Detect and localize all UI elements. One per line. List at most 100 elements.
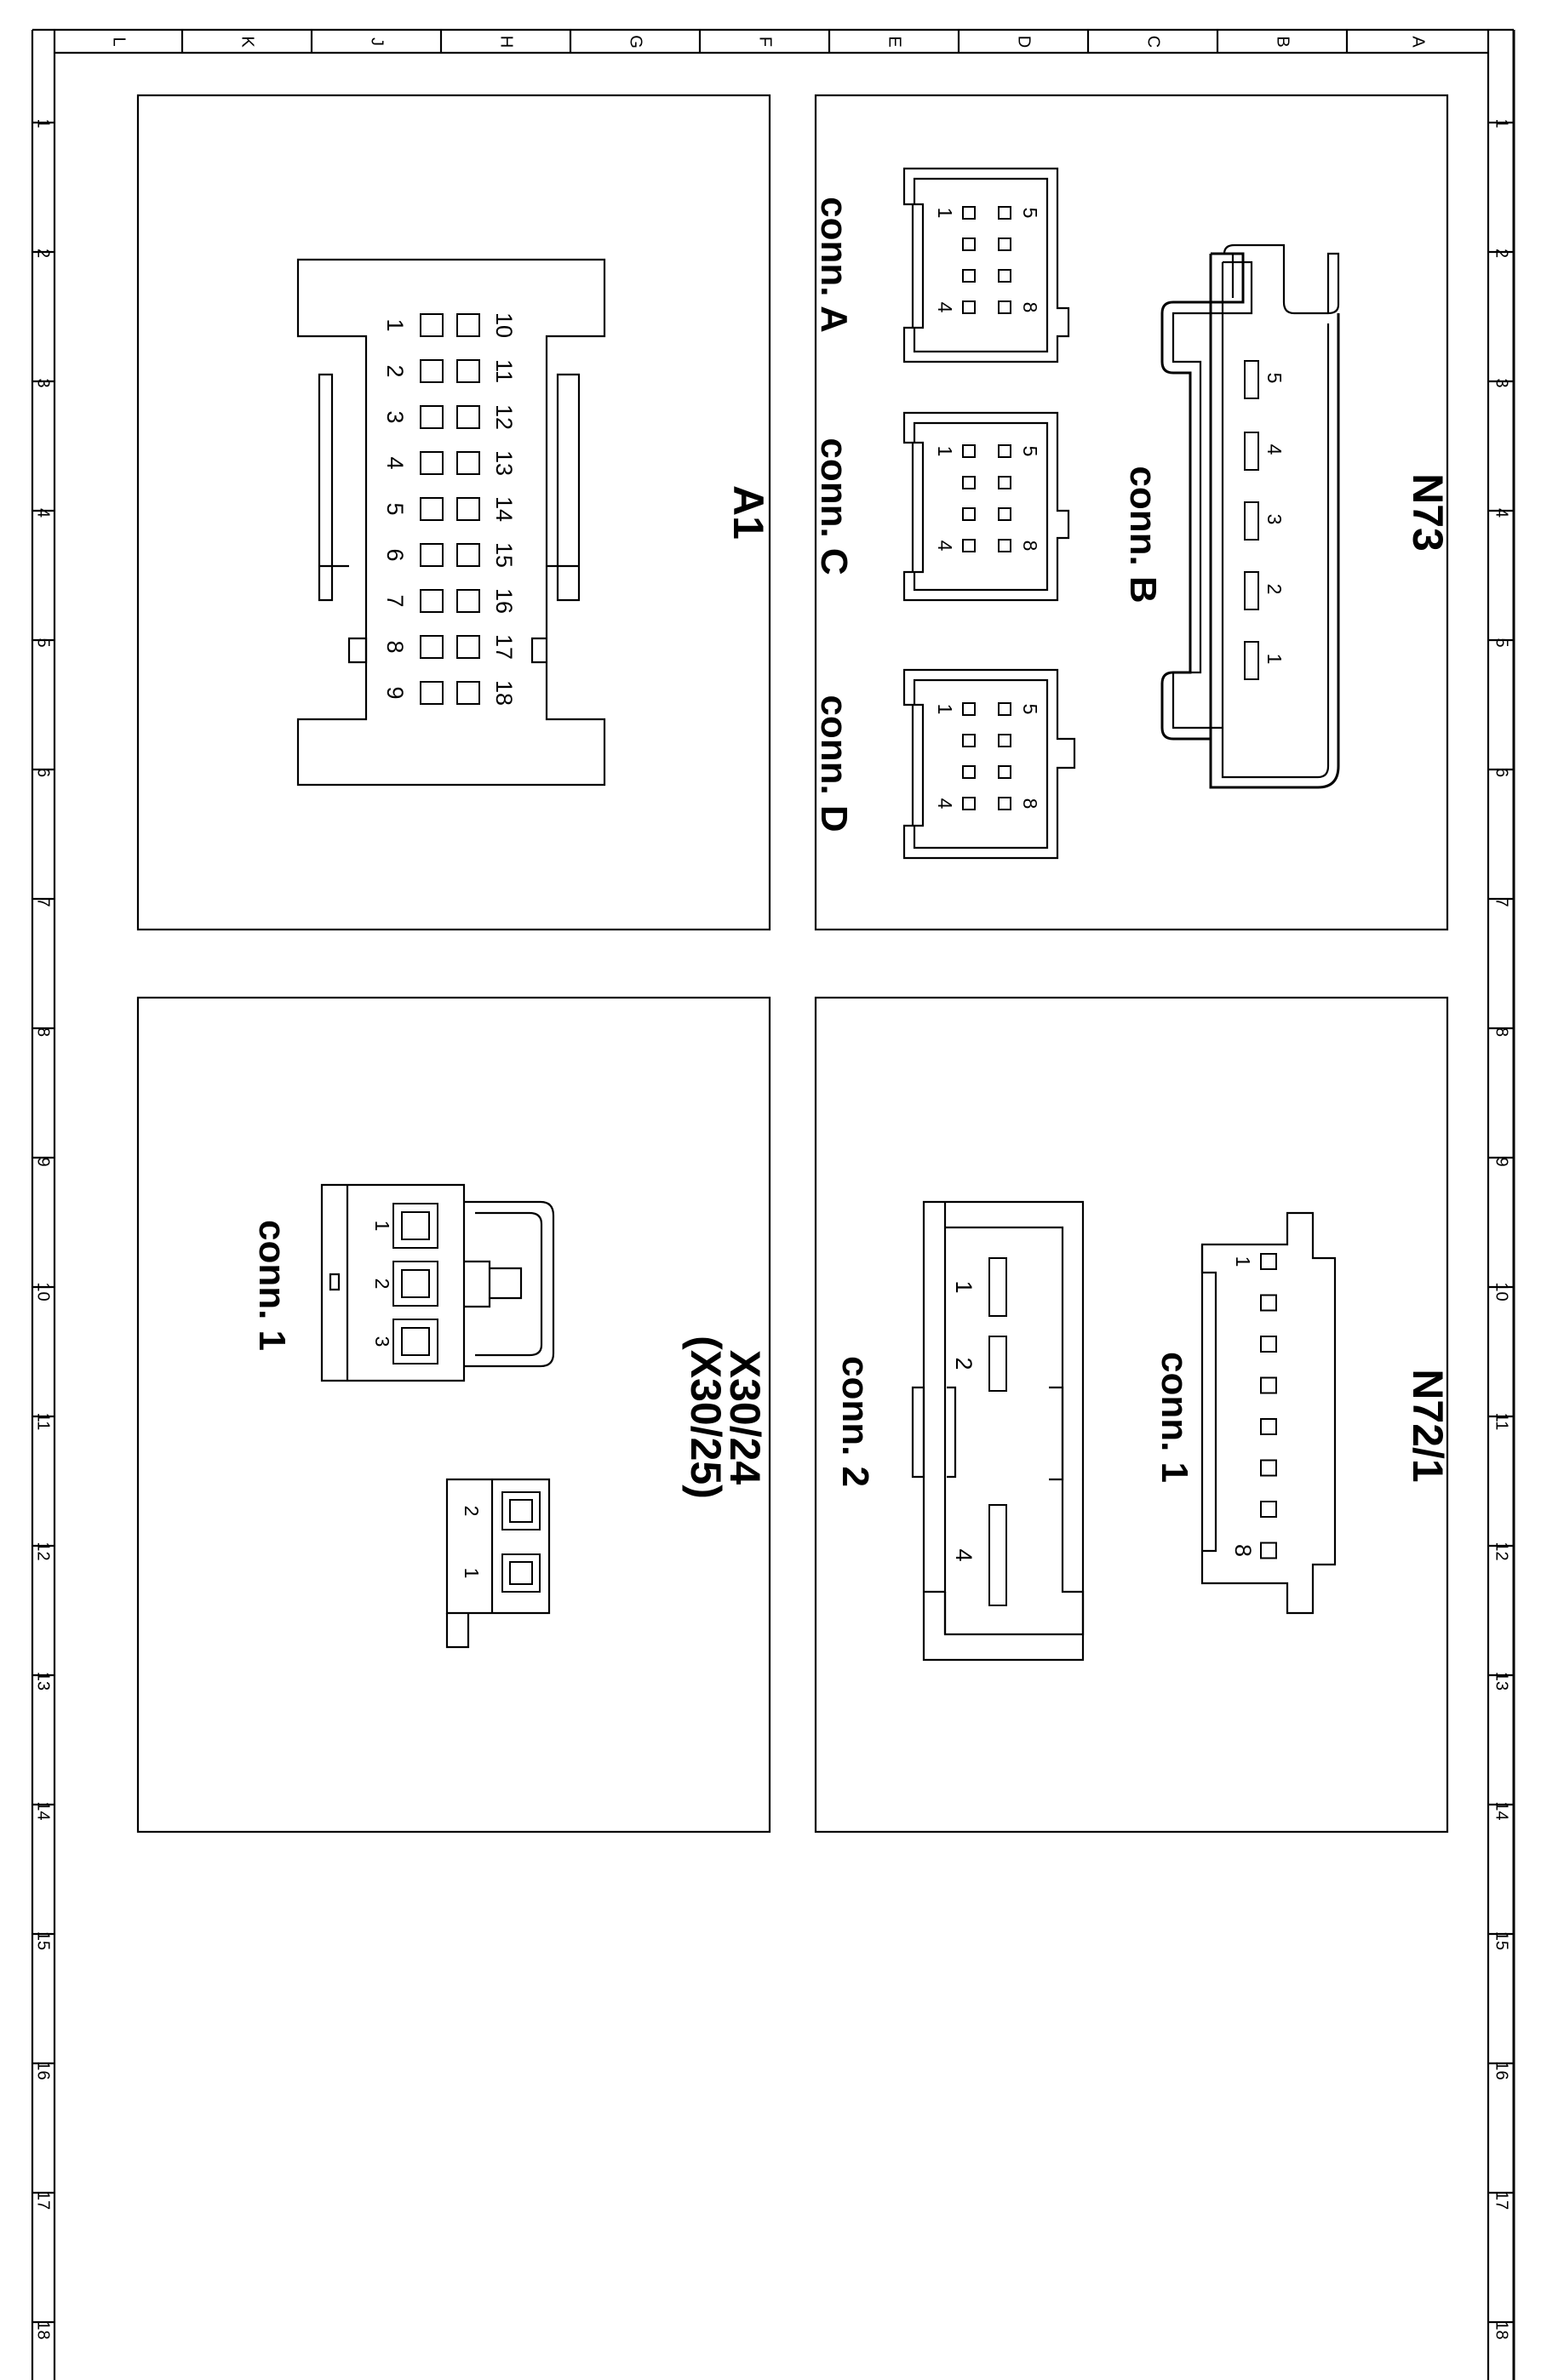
- conn-b-blade: [1244, 501, 1259, 541]
- grid-row-label-left: 6: [34, 768, 53, 777]
- pin-cavity: [962, 539, 976, 552]
- grid-row-label-right: 1: [1492, 118, 1511, 128]
- pin-cavity: [962, 237, 976, 251]
- a1-pin-number: 11: [491, 359, 517, 383]
- pin-cavity: [962, 734, 976, 747]
- a1-pin-cavity: [456, 313, 480, 337]
- grid-row-label-right: 16: [1492, 2061, 1511, 2080]
- x30-small-connector: 21: [445, 1478, 551, 1649]
- pin-number: 4: [934, 798, 956, 810]
- pin-cavity: [998, 269, 1011, 283]
- grid-row-label-left: 13: [34, 1672, 53, 1691]
- grid-column-label: D: [1015, 36, 1034, 48]
- grid-row-label-left: 10: [34, 1282, 53, 1301]
- pin-cavity: [998, 734, 1011, 747]
- grid-row-label-left: 2: [34, 249, 53, 258]
- pin-number: 4: [934, 302, 956, 313]
- grid-row-label-left: 7: [34, 897, 53, 907]
- pin-cavity: [998, 539, 1011, 552]
- a1-pin-cavity: [456, 589, 480, 613]
- grid-row-label-right: 4: [1492, 508, 1511, 518]
- grid-row-label-left: 4: [34, 508, 53, 518]
- conn-c-label: conn. C: [813, 438, 855, 575]
- conn-b-pin-number: 2: [1263, 584, 1286, 595]
- a1-pin-number: 17: [491, 634, 517, 660]
- pin-cavity: [962, 206, 976, 220]
- grid-column-label: E: [885, 36, 904, 47]
- pin-cavity: [998, 476, 1011, 489]
- pin-number: 5: [1019, 208, 1041, 219]
- conn-b-blade: [1244, 432, 1259, 471]
- a1-pin-number: 13: [491, 450, 517, 476]
- n72-pin-cavity: [1260, 1501, 1277, 1518]
- conn-b-pin-number: 4: [1263, 444, 1286, 455]
- grid-row-label-left: 8: [34, 1027, 53, 1037]
- grid-row-label-left: 12: [34, 1542, 53, 1560]
- conn-b-blade: [1244, 571, 1259, 610]
- grid-row-label-right: 10: [1492, 1282, 1511, 1301]
- grid-row-label-left: 3: [34, 378, 53, 387]
- panel-n72-border: [814, 996, 1449, 1834]
- pin-cavity: [962, 269, 976, 283]
- pin-number: 4: [934, 541, 956, 552]
- n72-conn2-blade: [988, 1504, 1007, 1606]
- a1-title: A1: [725, 485, 772, 540]
- panel-n73-border: [814, 94, 1449, 931]
- grid-column-label: H: [497, 36, 516, 48]
- grid-row-label-right: 14: [1492, 1801, 1511, 1820]
- n72-conn2-blade: [988, 1336, 1007, 1392]
- a1-pin-cavity: [456, 497, 480, 521]
- x30-subtitle: (X30/25): [682, 1336, 730, 1499]
- a1-pin-cavity: [420, 405, 444, 429]
- a1-pin-cavity: [456, 543, 480, 567]
- a1-pin-cavity: [420, 635, 444, 659]
- n72-conn2-blade: [988, 1257, 1007, 1317]
- n72-conn2-pins: 124: [951, 1257, 1007, 1606]
- n72-conn1: conn. 1 18: [1154, 1211, 1337, 1615]
- pin-number: 5: [1019, 446, 1041, 457]
- pin-cavity: [998, 444, 1011, 458]
- a1-pin-number: 16: [491, 588, 517, 614]
- pin-cavity: [998, 797, 1011, 810]
- n72-conn2: conn. 2 124: [834, 1200, 1085, 1662]
- a1-pin-number: 14: [491, 496, 517, 522]
- a1-pin-cavity: [420, 451, 444, 475]
- grid-row-label-left: 14: [34, 1801, 53, 1820]
- grid-row-label-right: 11: [1492, 1413, 1511, 1431]
- a1-pin-cavity: [420, 543, 444, 567]
- a1-pin-number: 9: [382, 686, 408, 699]
- n72-pin-cavity: [1260, 1542, 1277, 1559]
- grid-column-label: J: [368, 37, 387, 46]
- pin-number: 1: [934, 446, 956, 457]
- pin-cavity: [962, 300, 976, 314]
- x30-conn1-label: conn. 1: [251, 1220, 293, 1351]
- a1-pin-number: 7: [382, 594, 408, 607]
- x30-pin-cavity: [392, 1319, 438, 1364]
- sheet-frame: [31, 28, 1515, 2380]
- x30-small-inner: [509, 1499, 533, 1523]
- n72-pin-cavity: [1260, 1418, 1277, 1435]
- x30-pin-inner: [401, 1211, 430, 1240]
- n72-pin-cavity: [1260, 1294, 1277, 1312]
- grid-column-label: C: [1144, 36, 1163, 48]
- grid-row-label-right: 18: [1492, 2320, 1511, 2339]
- n72-pin-number: 1: [1232, 1256, 1254, 1267]
- grid-column-label: L: [110, 37, 129, 46]
- x30-small-cavity: [501, 1491, 541, 1530]
- n72-conn2-pin-number: 2: [951, 1357, 977, 1370]
- x30-small-pin-number: 2: [461, 1506, 483, 1517]
- pin-number: 8: [1019, 798, 1041, 810]
- n73-title: N73: [1404, 473, 1452, 552]
- a1-pin-number: 8: [382, 640, 408, 653]
- x30-small-pins: 21: [461, 1491, 541, 1593]
- conn-b-pin-number: 3: [1263, 514, 1286, 525]
